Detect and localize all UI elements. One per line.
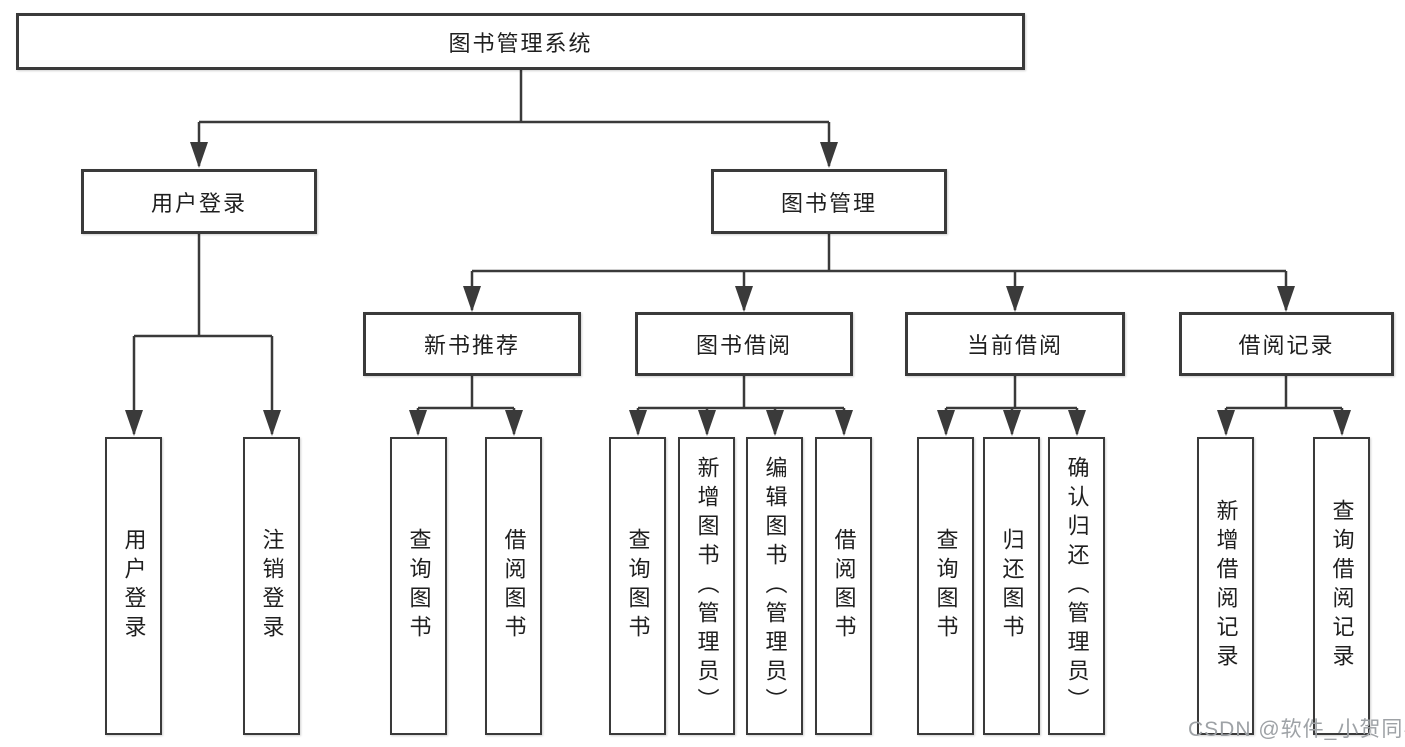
connector-newbookrec-to-leaves [416, 376, 516, 434]
node-current-borrow-label: 当前借阅 [966, 333, 1063, 358]
node-current-borrow: 当前借阅 [905, 312, 1125, 376]
node-leaf-add-borrow-record-label: 新增借阅记录 [1213, 499, 1239, 673]
node-leaf-borrow-books-1: 借阅图书 [485, 437, 542, 735]
arrowhead-icon [125, 410, 143, 436]
arrowhead-icon [1277, 286, 1295, 312]
node-leaf-borrow-books-2-label: 借阅图书 [831, 528, 857, 644]
node-leaf-add-book-admin-label: 新增图书（管理员） [694, 455, 720, 717]
node-leaf-edit-book-admin-label: 编辑图书（管理员） [762, 455, 788, 717]
node-leaf-logout: 注销登录 [243, 437, 300, 735]
node-new-book-recommend: 新书推荐 [363, 312, 581, 376]
node-book-borrow: 图书借阅 [635, 312, 853, 376]
node-book-management: 图书管理 [711, 169, 947, 234]
arrowhead-icon [735, 286, 753, 312]
node-leaf-edit-book-admin: 编辑图书（管理员） [746, 437, 803, 735]
node-leaf-query-books-3-label: 查询图书 [933, 528, 959, 644]
arrowhead-icon [1333, 410, 1351, 436]
arrowhead-icon [698, 410, 716, 436]
node-leaf-query-books-2: 查询图书 [609, 437, 666, 735]
node-leaf-query-borrow-record: 查询借阅记录 [1313, 437, 1370, 735]
arrowheads [125, 142, 1351, 436]
node-borrow-records-label: 借阅记录 [1238, 333, 1335, 358]
node-borrow-records: 借阅记录 [1179, 312, 1394, 376]
arrowhead-icon [505, 410, 523, 436]
node-leaf-user-login-label: 用户登录 [121, 528, 147, 644]
connector-borrowrecords-to-leaves [1224, 376, 1344, 434]
node-leaf-return-book: 归还图书 [983, 437, 1040, 735]
node-leaf-confirm-return-admin: 确认归还（管理员） [1048, 437, 1105, 735]
arrowhead-icon [463, 286, 481, 312]
node-book-borrow-label: 图书借阅 [695, 333, 792, 358]
arrowhead-icon [820, 142, 838, 168]
arrowhead-icon [1003, 410, 1021, 436]
node-leaf-query-books-1-label: 查询图书 [406, 528, 432, 644]
watermark: CSDN @软件_小贺同学 [1188, 718, 1405, 741]
node-leaf-add-borrow-record: 新增借阅记录 [1197, 437, 1254, 735]
arrowhead-icon [190, 142, 208, 168]
connector-userlogin-to-leaves [132, 233, 274, 434]
connector-bookborrow-to-leaves [636, 376, 846, 434]
arrowhead-icon [766, 410, 784, 436]
node-leaf-borrow-books-2: 借阅图书 [815, 437, 872, 735]
node-book-management-label: 图书管理 [780, 190, 877, 216]
connector-root-to-level2 [197, 69, 831, 166]
node-leaf-return-book-label: 归还图书 [999, 528, 1025, 644]
node-leaf-query-books-1: 查询图书 [390, 437, 447, 735]
node-leaf-query-books-2-label: 查询图书 [625, 528, 651, 644]
arrowhead-icon [263, 410, 281, 436]
node-leaf-add-book-admin: 新增图书（管理员） [678, 437, 735, 735]
arrowhead-icon [835, 410, 853, 436]
arrowhead-icon [937, 410, 955, 436]
arrowhead-icon [409, 410, 427, 436]
node-new-book-recommend-label: 新书推荐 [423, 333, 520, 358]
arrowhead-icon [1068, 410, 1086, 436]
node-leaf-logout-label: 注销登录 [259, 528, 285, 644]
node-root-label: 图书管理系统 [448, 30, 593, 56]
node-leaf-user-login: 用户登录 [105, 437, 162, 735]
connector-bookmgmt-to-level3 [470, 234, 1288, 310]
arrowhead-icon [1006, 286, 1024, 312]
node-leaf-borrow-books-1-label: 借阅图书 [501, 528, 527, 644]
arrowhead-icon [629, 410, 647, 436]
node-user-login-label: 用户登录 [150, 190, 247, 216]
arrowhead-icon [1217, 410, 1235, 436]
node-leaf-query-borrow-record-label: 查询借阅记录 [1329, 499, 1355, 673]
node-user-login: 用户登录 [81, 169, 317, 234]
node-leaf-confirm-return-admin-label: 确认归还（管理员） [1064, 455, 1090, 717]
node-root: 图书管理系统 [16, 13, 1025, 70]
node-leaf-query-books-3: 查询图书 [917, 437, 974, 735]
